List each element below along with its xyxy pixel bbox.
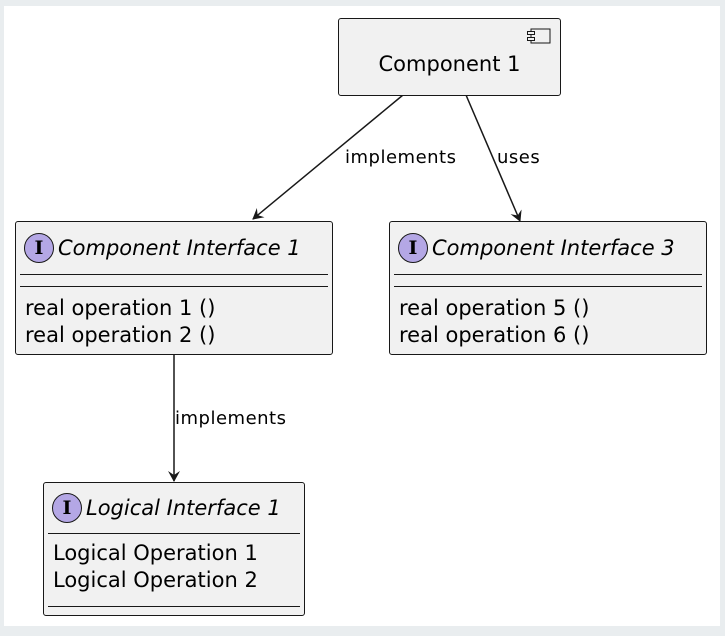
component-icon bbox=[527, 28, 551, 44]
operation-item: real operation 2 () bbox=[25, 323, 216, 347]
interface-node-component-interface-1[interactable]: I Component Interface 1 real operation 1… bbox=[15, 221, 333, 355]
divider bbox=[394, 274, 702, 275]
interface-name: Component Interface 1 bbox=[58, 236, 301, 260]
operation-item: real operation 6 () bbox=[399, 323, 590, 347]
operations-list: Logical Operation 1 Logical Operation 2 bbox=[44, 534, 304, 594]
diagram-canvas: implements uses implements Component 1 I… bbox=[4, 6, 720, 626]
divider bbox=[20, 274, 328, 275]
interface-header: I Component Interface 3 bbox=[390, 222, 706, 274]
operation-item: real operation 1 () bbox=[25, 296, 216, 320]
interface-name: Component Interface 3 bbox=[432, 236, 675, 260]
edge-uses bbox=[465, 94, 522, 222]
component-node[interactable]: Component 1 bbox=[338, 18, 561, 96]
interface-badge-icon: I bbox=[398, 233, 428, 263]
interface-name: Logical Interface 1 bbox=[86, 496, 281, 520]
interface-header: I Logical Interface 1 bbox=[44, 483, 304, 533]
divider bbox=[48, 606, 300, 607]
divider bbox=[394, 286, 702, 287]
component-name: Component 1 bbox=[378, 52, 521, 76]
operation-item: Logical Operation 1 bbox=[53, 541, 258, 565]
interface-badge-icon: I bbox=[52, 493, 82, 523]
operations-list: real operation 1 () real operation 2 () bbox=[16, 287, 332, 349]
divider bbox=[20, 286, 328, 287]
operation-item: Logical Operation 2 bbox=[53, 568, 258, 592]
edge-label-implements-1: implements bbox=[345, 147, 457, 168]
edge-label-uses: uses bbox=[497, 147, 541, 168]
interface-badge-icon: I bbox=[24, 233, 54, 263]
operation-item: real operation 5 () bbox=[399, 296, 590, 320]
divider bbox=[48, 533, 300, 534]
edge-label-implements-2: implements bbox=[175, 408, 287, 429]
interface-node-logical-interface-1[interactable]: I Logical Interface 1 Logical Operation … bbox=[43, 482, 305, 616]
interface-header: I Component Interface 1 bbox=[16, 222, 332, 274]
edge-implements-1 bbox=[252, 94, 404, 220]
operations-list: real operation 5 () real operation 6 () bbox=[390, 287, 706, 349]
interface-node-component-interface-3[interactable]: I Component Interface 3 real operation 5… bbox=[389, 221, 707, 355]
edges-layer bbox=[168, 94, 522, 482]
